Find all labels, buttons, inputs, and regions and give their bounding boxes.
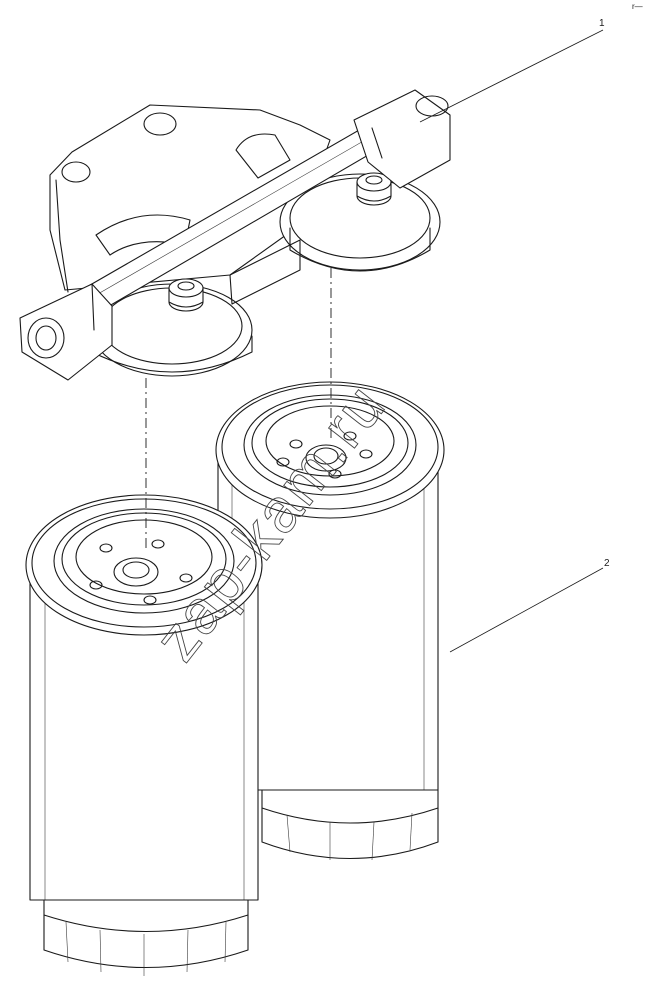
corner-mark: r— [632, 2, 643, 11]
callout-2: 2 [449, 558, 610, 653]
filter-cartridge-front [25, 494, 263, 976]
callout-2-label: 2 [604, 558, 610, 569]
filter-cartridge-rear [215, 381, 445, 861]
filter-head-assembly [19, 89, 451, 381]
bolt-rear [356, 172, 392, 206]
callout-1-label: 1 [599, 18, 605, 29]
fuel-pipe [19, 89, 451, 381]
bolt-front [168, 278, 204, 312]
callout-1: 1 [419, 18, 605, 123]
